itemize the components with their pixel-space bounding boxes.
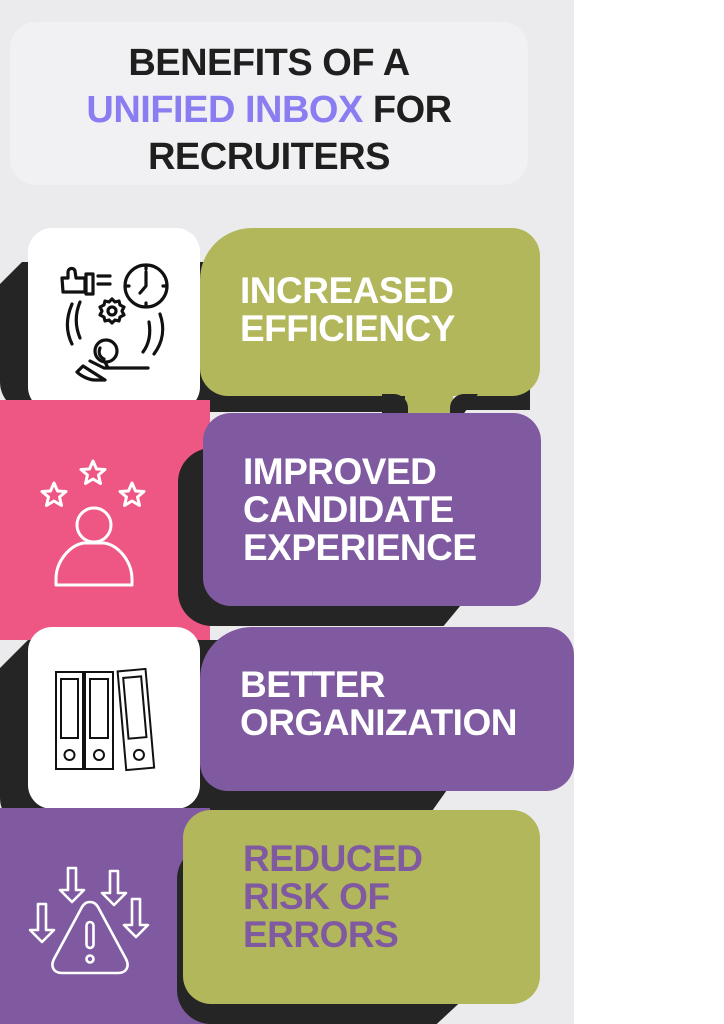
benefit-label-box: INCREASED EFFICIENCY — [200, 228, 540, 396]
user-rating-stars-icon — [40, 459, 146, 587]
title-accent: UNIFIED INBOX — [86, 89, 363, 131]
binders-folders-icon — [55, 667, 156, 772]
benefit-icon-tile — [28, 627, 200, 809]
benefit-icon — [28, 862, 158, 987]
benefit-icon-tile — [28, 228, 200, 411]
benefit-icon — [28, 455, 158, 595]
benefit-label-line: EXPERIENCE — [243, 526, 477, 568]
connector-notch-left — [382, 394, 408, 416]
benefit-label-line: RISK OF — [243, 876, 390, 917]
benefit-icon-tile — [0, 400, 210, 640]
benefit-label-line: BETTER — [240, 664, 385, 705]
title-line-3: RECRUITERS — [147, 136, 391, 178]
benefit-label-line: EFFICIENCY — [240, 308, 455, 349]
title-line-1: BENEFITS OF A — [128, 42, 410, 84]
title-box: BENEFITS OF A UNIFIED INBOX FOR RECRUITE… — [10, 22, 528, 185]
title-line-2: UNIFIED INBOX FOR — [10, 87, 528, 134]
warning-arrows-icon — [28, 866, 150, 975]
benefit-label-box: BETTER ORGANIZATION — [200, 627, 574, 791]
benefit-label-box: IMPROVED CANDIDATE EXPERIENCE — [203, 413, 541, 606]
benefit-label-line: IMPROVED — [243, 450, 437, 492]
benefit-label-line: CANDIDATE — [243, 488, 454, 530]
benefit-label-line: INCREASED — [240, 270, 454, 311]
benefit-label-line: REDUCED — [243, 838, 423, 879]
efficiency-cycle-icon — [60, 263, 169, 382]
benefit-label-box: REDUCED RISK OF ERRORS — [183, 810, 540, 1004]
connector-notch — [405, 394, 453, 416]
title-line-2-rest: FOR — [362, 89, 452, 131]
benefit-label-line: ORGANIZATION — [240, 702, 517, 743]
benefit-label-line: ERRORS — [243, 914, 399, 955]
infographic-panel: BENEFITS OF A UNIFIED INBOX FOR RECRUITE… — [0, 0, 574, 1024]
benefit-icon-tile — [0, 808, 210, 1024]
